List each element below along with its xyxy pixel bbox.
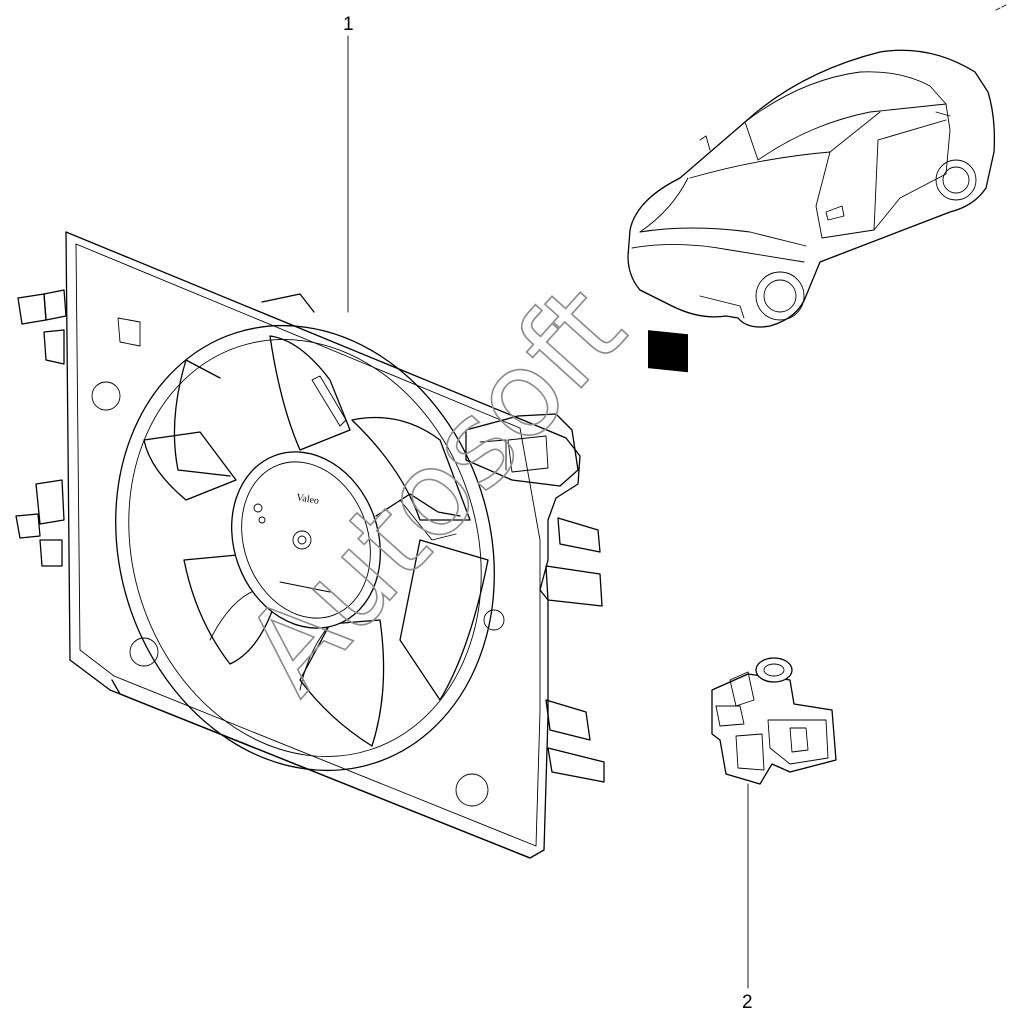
corner-mark [995,4,1007,11]
vehicle-illustration [627,49,996,373]
fan-shroud-frame [15,231,605,859]
hub-brand-label: Valeo [295,492,319,507]
callout-2: 2 [742,992,753,1013]
fan-blades [115,324,495,772]
connector-part [711,657,837,785]
callout-1: 1 [343,14,354,35]
fan-motor-hub: Valeo [231,375,461,629]
